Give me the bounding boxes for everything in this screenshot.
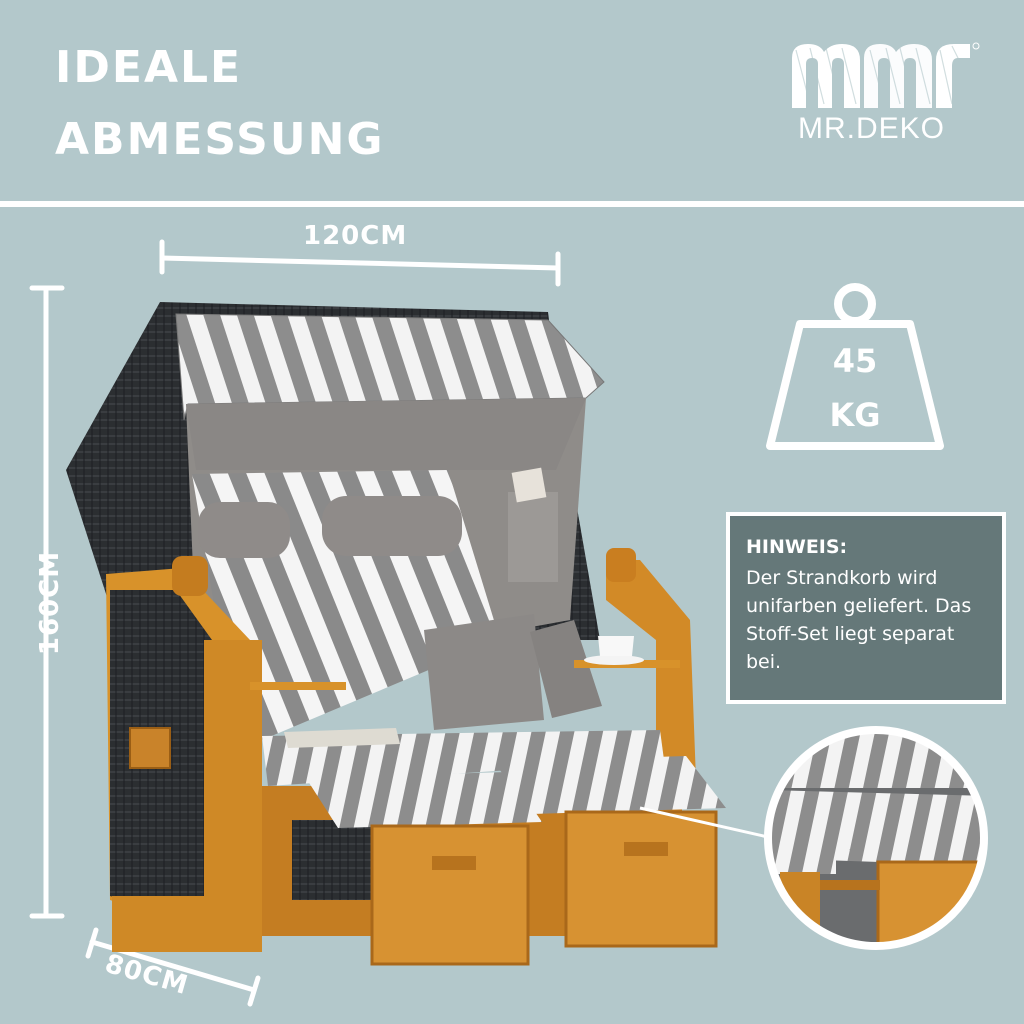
note-heading: HINWEIS: — [746, 536, 848, 558]
weight-icon — [766, 283, 944, 450]
page-title-line2: ABMESSUNG — [55, 114, 385, 165]
width-dimension-line — [159, 239, 561, 287]
header-divider — [0, 201, 1024, 207]
brand-logo-icon — [792, 42, 980, 108]
weight-unit: KG — [829, 396, 881, 434]
page-title-line1: IDEALE — [55, 42, 243, 93]
brand-name: MR.DEKO — [798, 112, 946, 145]
note-box: HINWEIS: Der Strandkorb wird unifarben g… — [726, 512, 1006, 704]
beach-chair-illustration — [66, 302, 726, 966]
zoom-detail-icon — [764, 726, 988, 950]
note-text: Der Strandkorb wird unifarben geliefert.… — [746, 567, 972, 673]
height-dimension-line — [29, 285, 65, 919]
width-label: 120CM — [303, 221, 408, 251]
weight-value: 45 — [832, 342, 878, 380]
